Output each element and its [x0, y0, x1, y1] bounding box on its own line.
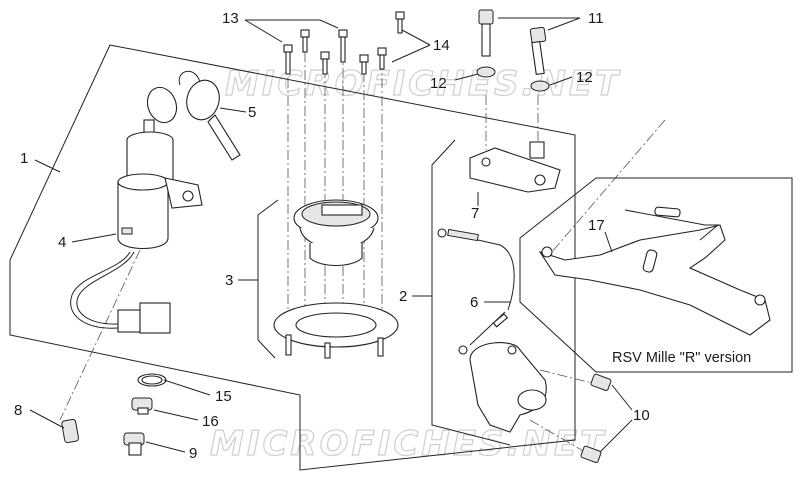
group-bracket-3: [257, 199, 279, 359]
screws-13-14: [283, 11, 405, 75]
group-bracket-2: [431, 139, 511, 446]
callout-10: 10: [633, 407, 650, 424]
lock-housing: [469, 342, 547, 433]
callout-14: 14: [433, 37, 450, 54]
callouts: 13 14 11 12 12 5 1 4 3 7 2 6 17 15 16 8 …: [14, 10, 650, 462]
callout-12-left: 12: [430, 75, 447, 92]
callout-12-right: 12: [576, 69, 593, 86]
callout-15: 15: [215, 388, 232, 405]
callout-8: 8: [14, 402, 22, 419]
bolts-part-10: [580, 373, 612, 463]
fuel-cap-part-3: [273, 199, 399, 359]
callout-9: 9: [189, 445, 197, 462]
leader-lines: [29, 17, 633, 453]
callout-17: 17: [588, 217, 605, 234]
cable-part-6: [437, 228, 515, 355]
callout-4: 4: [58, 234, 66, 251]
watermark-top: MICROFICHES.NET: [225, 64, 621, 104]
callout-1: 1: [20, 150, 28, 167]
bracket-part-17: [538, 206, 771, 336]
inset-caption: RSV Mille "R" version: [612, 350, 751, 366]
inset-frame: [519, 177, 793, 373]
bolts-11-washers-12: [476, 9, 550, 92]
group-outline-1: [9, 44, 576, 471]
plate-part-7: [469, 141, 561, 193]
callout-13: 13: [222, 10, 239, 27]
small-parts-8-9-15-16: [61, 373, 167, 456]
keys-part-5: [143, 71, 241, 161]
callout-5: 5: [248, 104, 256, 121]
ignition-switch-part-4: [70, 131, 203, 334]
callout-7: 7: [471, 205, 479, 222]
callout-11: 11: [588, 10, 604, 27]
callout-2: 2: [399, 288, 407, 305]
centerlines: [59, 50, 666, 456]
callout-6: 6: [470, 294, 478, 311]
callout-3: 3: [225, 272, 233, 289]
callout-16: 16: [202, 413, 219, 430]
